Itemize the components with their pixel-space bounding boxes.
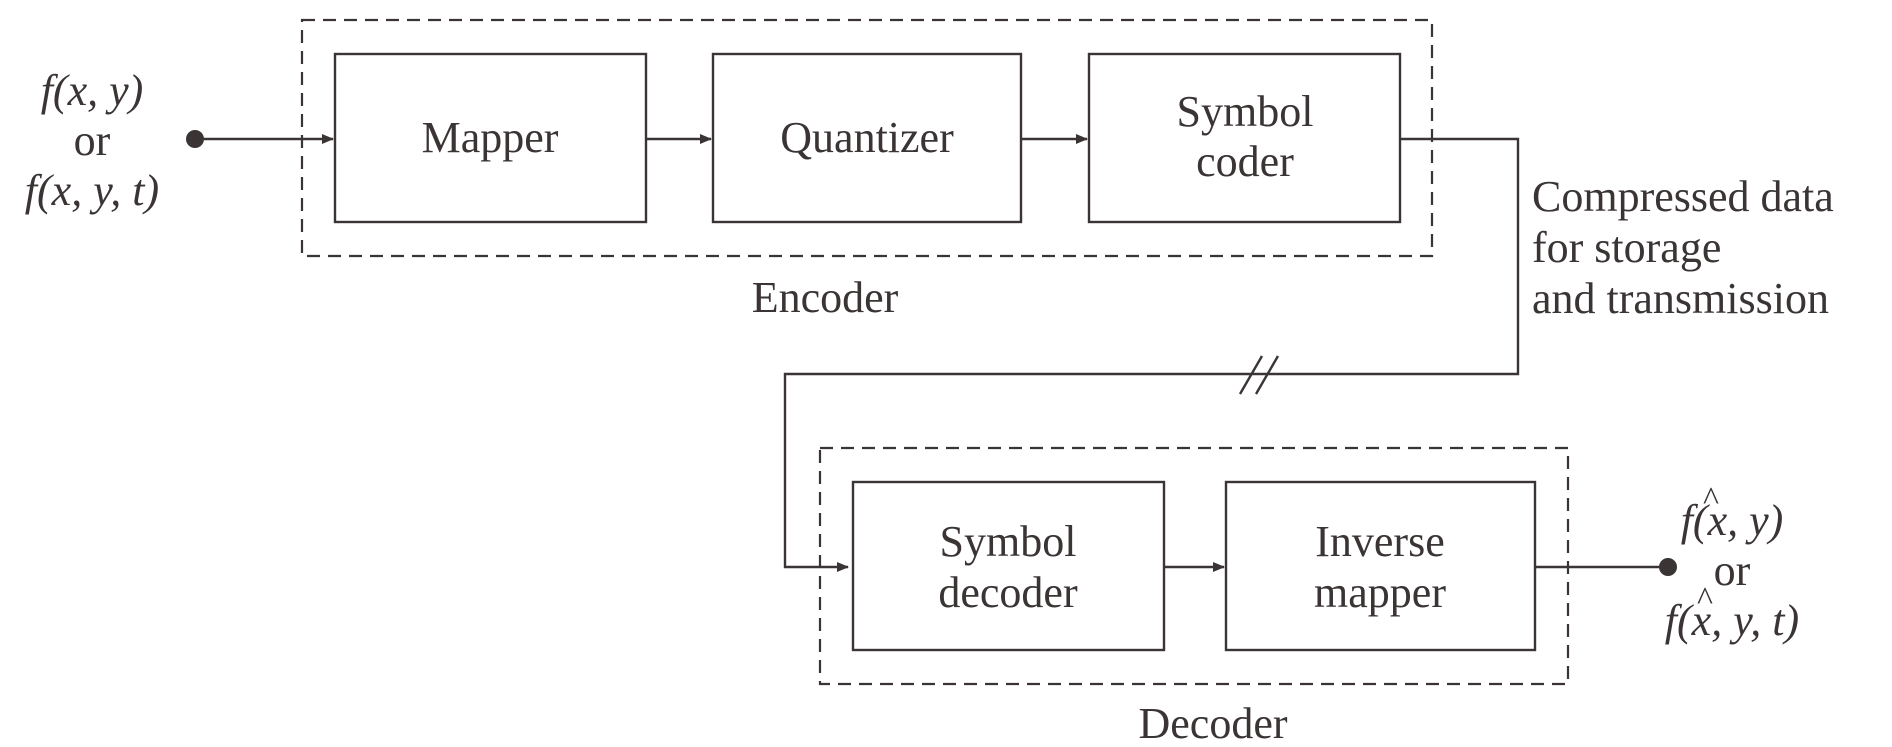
inverse-mapper-label-line1: Inverse — [1315, 517, 1445, 566]
output-line2: or — [1714, 546, 1751, 595]
output-signal-label: f(x, y) or f(x, y, t) ^ ^ — [1665, 481, 1799, 645]
output-line1: f(x, y) — [1681, 496, 1784, 545]
channel-label-line2: for storage — [1532, 223, 1721, 272]
mapper-label: Mapper — [422, 113, 559, 162]
compressed-data-label: Compressed data for storage and transmis… — [1532, 172, 1834, 323]
symbol-coder-label-line2: coder — [1196, 137, 1294, 186]
channel-label-line3: and transmission — [1532, 274, 1829, 323]
output-hat-mark-2: ^ — [1697, 581, 1713, 618]
symbol-decoder-block: Symbol decoder — [851, 480, 1166, 652]
inverse-mapper-label-line2: mapper — [1314, 568, 1446, 617]
input-line1: f(x, y) — [41, 66, 144, 115]
channel-break-mark — [1238, 355, 1280, 395]
symbol-coder-block: Symbol coder — [1087, 52, 1402, 224]
decoder-label: Decoder — [1138, 699, 1287, 747]
input-line2: or — [74, 116, 111, 165]
quantizer-block: Quantizer — [711, 52, 1023, 224]
mapper-block: Mapper — [333, 52, 648, 224]
symbol-decoder-label-line1: Symbol — [940, 517, 1077, 566]
quantizer-label: Quantizer — [780, 113, 954, 162]
symbol-decoder-label-line2: decoder — [938, 568, 1078, 617]
wire-channel — [783, 137, 1520, 572]
symbol-coder-label-line1: Symbol — [1177, 87, 1314, 136]
output-line3: f(x, y, t) — [1665, 596, 1799, 645]
channel-label-line1: Compressed data — [1532, 172, 1834, 221]
input-line3: f(x, y, t) — [25, 166, 159, 215]
encoder-label: Encoder — [752, 273, 899, 322]
output-hat-mark-1: ^ — [1703, 481, 1719, 518]
inverse-mapper-block: Inverse mapper — [1224, 480, 1537, 652]
output-node-dot — [1659, 558, 1677, 576]
input-signal-label: f(x, y) or f(x, y, t) — [25, 66, 159, 215]
